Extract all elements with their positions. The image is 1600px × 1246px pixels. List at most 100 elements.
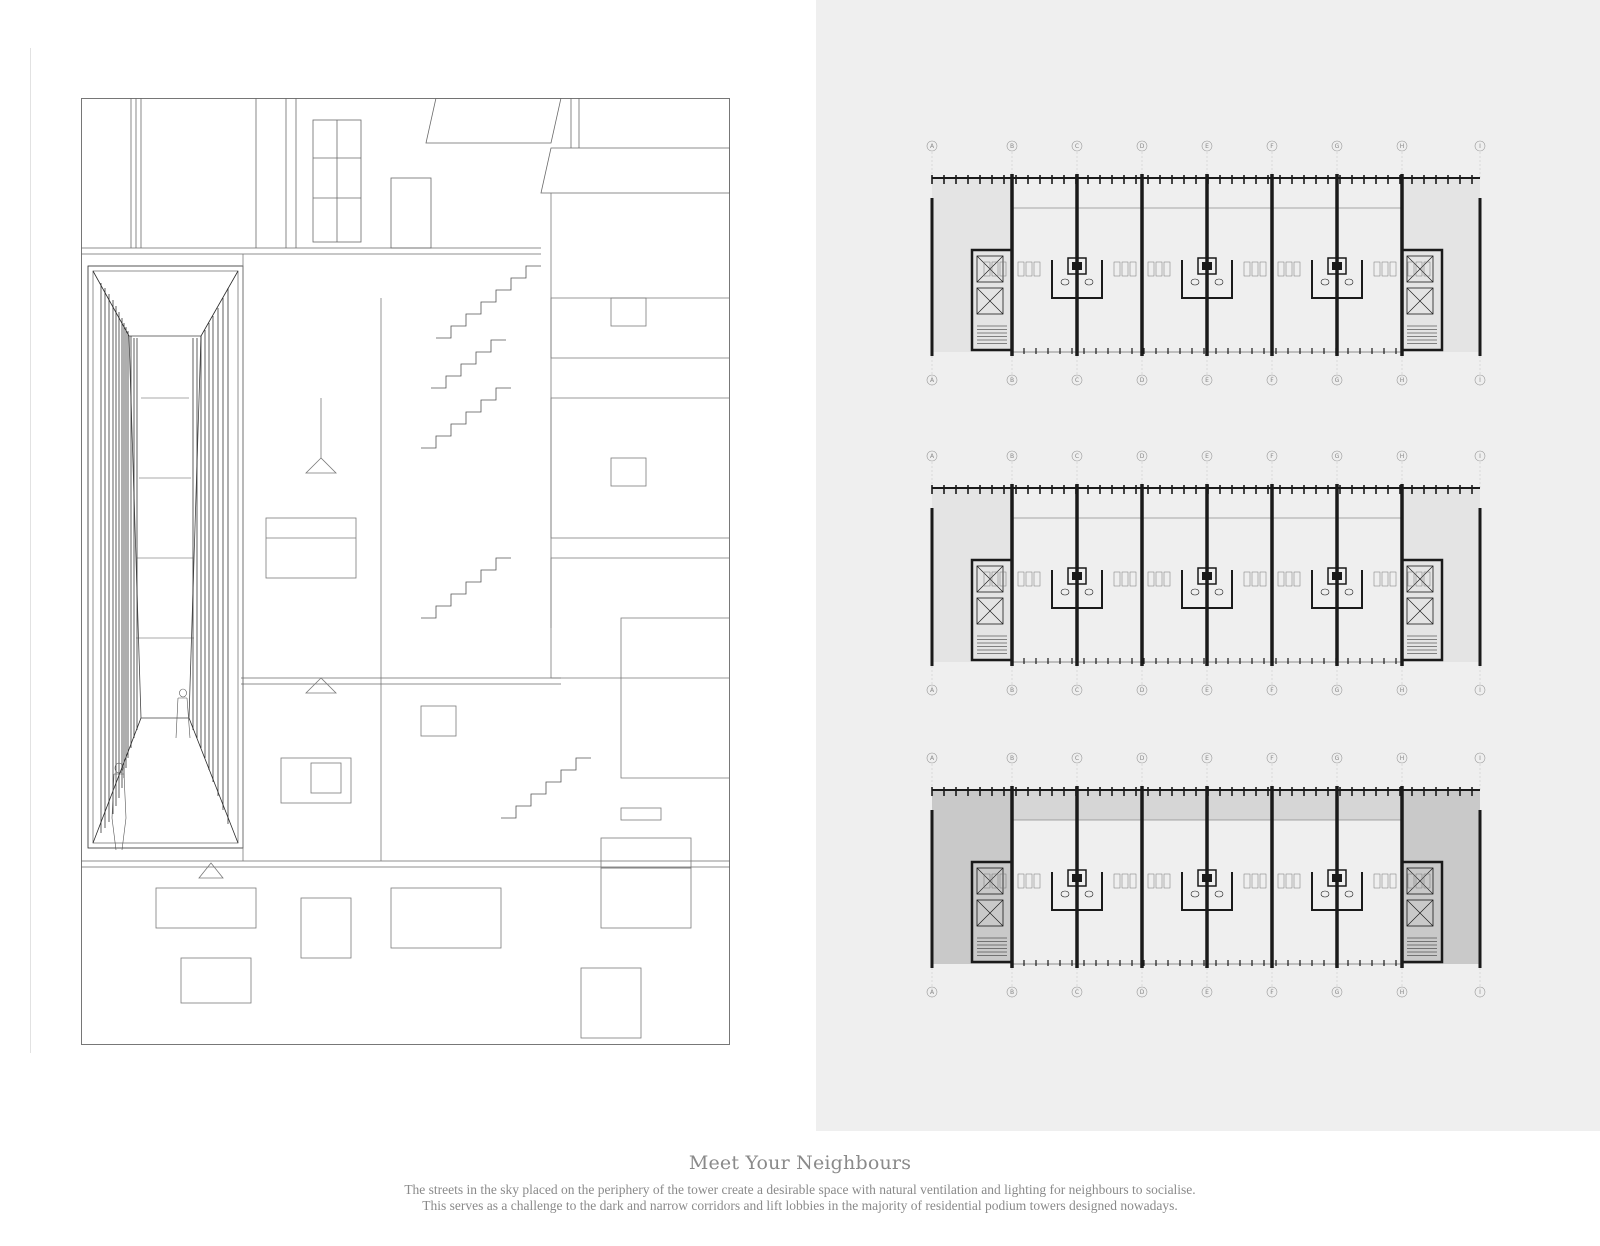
lift-cross (1406, 287, 1434, 315)
grid-bubble (1266, 450, 1278, 462)
grid-bubble (1396, 140, 1408, 152)
counter (1381, 571, 1389, 587)
counter (1251, 873, 1259, 889)
counter (1163, 261, 1171, 277)
counter (1277, 873, 1285, 889)
caption-line-2: This serves as a challenge to the dark a… (422, 1198, 1178, 1213)
counter (1017, 873, 1025, 889)
grid-label: B (1010, 755, 1014, 762)
counter (1243, 261, 1251, 277)
lift-shaft (1406, 255, 1434, 283)
lift-shaft (1406, 287, 1434, 315)
service-shaft-fill (1202, 262, 1212, 270)
counter (1243, 873, 1251, 889)
counter (1129, 261, 1137, 277)
grid-label: F (1270, 453, 1274, 460)
grid-label: A (930, 377, 935, 384)
fixture (1190, 278, 1200, 286)
unit-core (1181, 570, 1233, 609)
circulation-core (970, 860, 1014, 964)
fixture (1084, 890, 1094, 898)
counter (1155, 571, 1163, 587)
service-shaft-fill (1202, 874, 1212, 882)
circulation-core (1400, 860, 1444, 964)
grid-label: H (1400, 143, 1405, 150)
counter (983, 873, 991, 889)
fixture (1190, 890, 1200, 898)
counter (1113, 873, 1121, 889)
grid-bubble (1071, 140, 1083, 152)
counter (1251, 261, 1259, 277)
fixture (1214, 588, 1224, 596)
service-shaft (1067, 567, 1087, 585)
unit-core (1051, 570, 1103, 609)
fixture (1060, 588, 1070, 596)
lift-shaft (976, 287, 1004, 315)
counter (1373, 571, 1381, 587)
counter (1121, 261, 1129, 277)
service-shaft-fill (1072, 262, 1082, 270)
service-shaft (1327, 257, 1347, 275)
floor-plan-middle: AABBCCDDEEFFGGHHII (926, 450, 1486, 696)
fixture (1344, 588, 1354, 596)
lift-shaft (976, 565, 1004, 593)
grid-bubble (1071, 450, 1083, 462)
counter (1293, 873, 1301, 889)
counter (1373, 261, 1381, 277)
grid-bubble (1006, 450, 1018, 462)
grid-label: B (1010, 143, 1014, 150)
grid-label: I (1479, 453, 1481, 460)
counter (1277, 261, 1285, 277)
grid-label: C (1075, 143, 1079, 150)
counter (999, 873, 1007, 889)
caption-description: The streets in the sky placed on the per… (0, 1182, 1600, 1214)
counter (1147, 261, 1155, 277)
service-shaft (1197, 567, 1217, 585)
counter (1113, 571, 1121, 587)
counter (1259, 873, 1267, 889)
counter (1121, 873, 1129, 889)
service-shaft (1067, 869, 1087, 887)
grid-bubble (1266, 140, 1278, 152)
counter (1033, 261, 1041, 277)
grid-label: E (1205, 143, 1209, 150)
counter (1113, 261, 1121, 277)
grid-label: H (1400, 453, 1405, 460)
circulation-core (1400, 248, 1444, 352)
grid-label: F (1270, 989, 1274, 996)
counter (1155, 873, 1163, 889)
counter (1259, 261, 1267, 277)
counter (1017, 571, 1025, 587)
service-shaft (1067, 257, 1087, 275)
counter (1285, 571, 1293, 587)
lift-shaft (1406, 597, 1434, 625)
grid-bubble (1474, 752, 1486, 764)
counter (1373, 873, 1381, 889)
lift-cross (1406, 899, 1434, 927)
counter (991, 873, 999, 889)
counter (1389, 261, 1397, 277)
grid-label: E (1205, 755, 1209, 762)
counter (1415, 261, 1423, 277)
fixture (1060, 890, 1070, 898)
counter (1147, 571, 1155, 587)
lift-cross (976, 899, 1004, 927)
lift-shaft (1406, 899, 1434, 927)
lift-cross (1406, 867, 1434, 895)
grid-label: C (1075, 453, 1079, 460)
counter (1285, 873, 1293, 889)
grid-bubble (1071, 752, 1083, 764)
counter (983, 261, 991, 277)
counter (1415, 873, 1423, 889)
lift-shaft (976, 597, 1004, 625)
counter (1251, 571, 1259, 587)
counter (1155, 261, 1163, 277)
grid-bubble (926, 140, 938, 152)
counter (1033, 571, 1041, 587)
grid-label: D (1140, 755, 1145, 762)
counter (1163, 571, 1171, 587)
fixture (1320, 278, 1330, 286)
grid-bubble (1006, 752, 1018, 764)
counter (983, 571, 991, 587)
grid-label: I (1479, 143, 1481, 150)
